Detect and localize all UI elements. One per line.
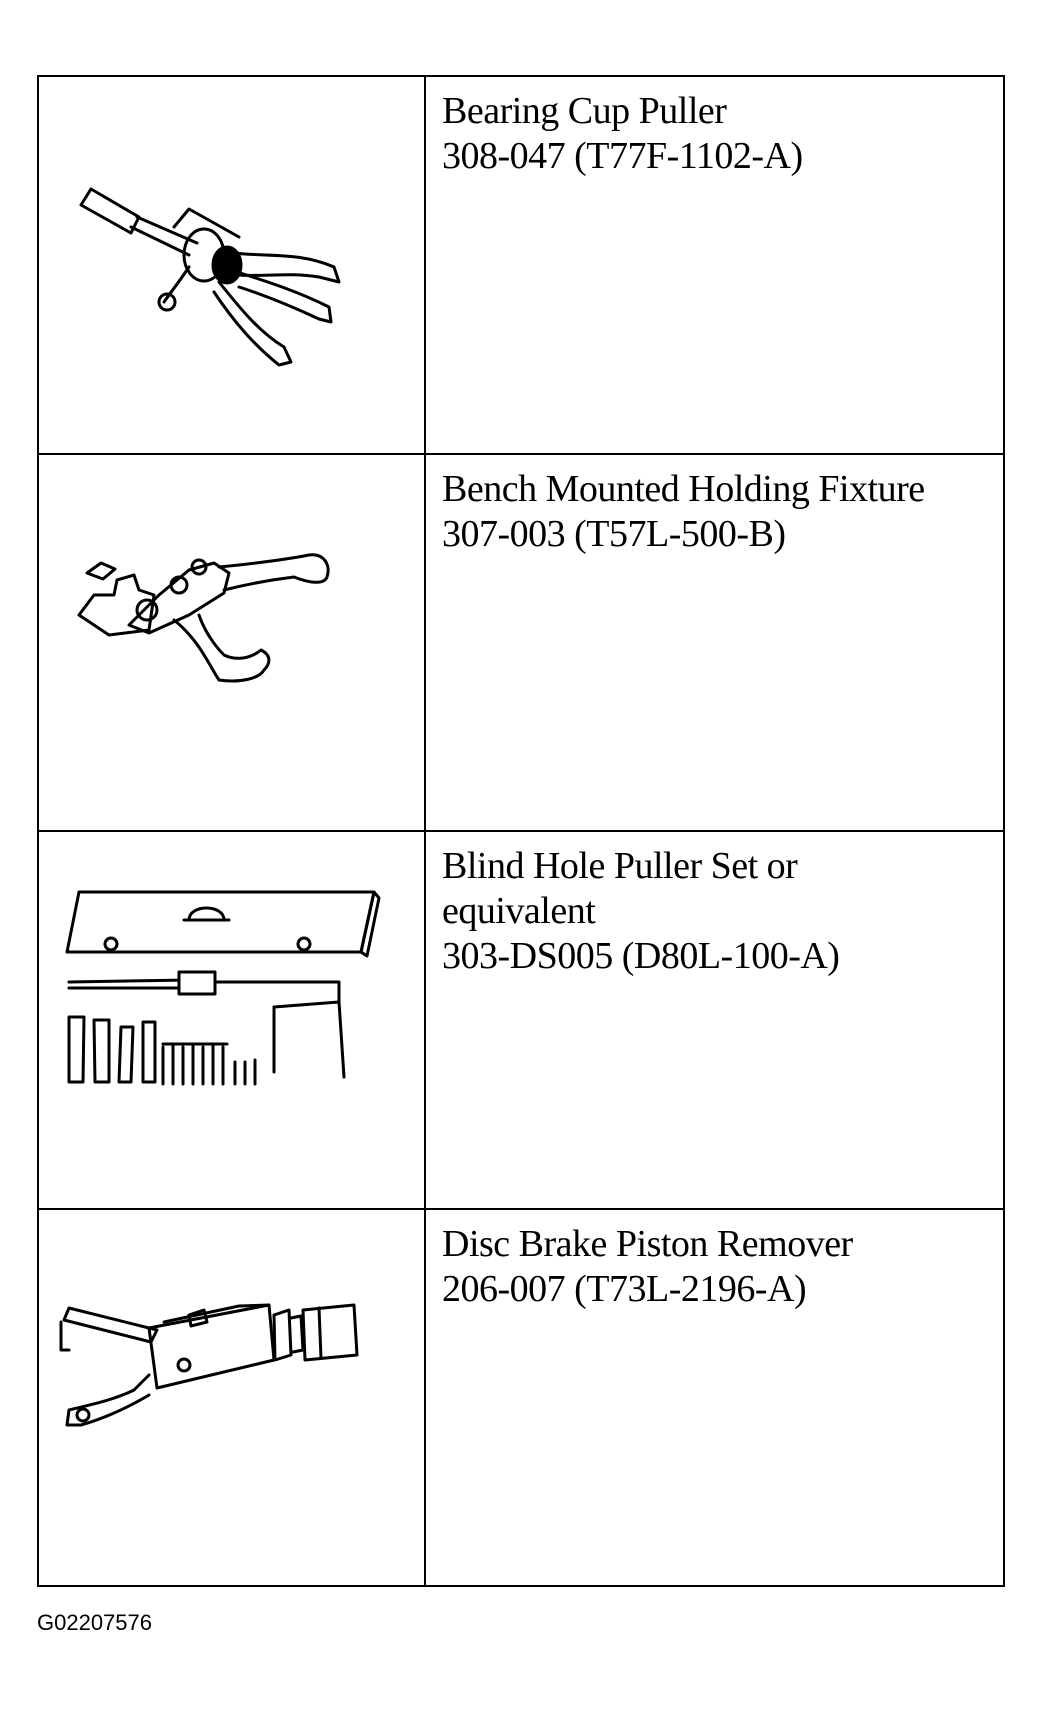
tool-illustration-cell bbox=[37, 1207, 426, 1587]
special-tools-table: Bearing Cup Puller 308-047 (T77F-1102-A) bbox=[37, 75, 1005, 1587]
figure-id: G02207576 bbox=[37, 1610, 152, 1635]
tool-name: Bench Mounted Holding Fixture bbox=[442, 467, 925, 510]
tool-description-cell: Disc Brake Piston Remover 206-007 (T73L-… bbox=[424, 1207, 1005, 1587]
tool-description-cell: Blind Hole Puller Set or equivalent 303-… bbox=[424, 830, 1005, 1210]
tool-name-line-1: Blind Hole Puller Set or bbox=[442, 845, 798, 887]
tool-description-cell: Bearing Cup Puller 308-047 (T77F-1102-A) bbox=[424, 75, 1005, 455]
tool-name: Bearing Cup Puller bbox=[442, 90, 727, 132]
blind-hole-puller-set-icon bbox=[65, 890, 381, 1086]
tool-number: 308-047 (T77F-1102-A) bbox=[442, 135, 803, 177]
tool-number: 303-DS005 (D80L-100-A) bbox=[442, 935, 840, 977]
table-row: Bench Mounted Holding Fixture 307-003 (T… bbox=[37, 452, 1005, 832]
bearing-cup-puller-icon bbox=[79, 187, 341, 367]
tool-name: Disc Brake Piston Remover bbox=[442, 1222, 853, 1265]
table-row: Bearing Cup Puller 308-047 (T77F-1102-A) bbox=[37, 75, 1005, 455]
tool-illustration-cell bbox=[37, 452, 426, 832]
tool-illustration-cell bbox=[37, 830, 426, 1210]
tool-name-line-2: equivalent bbox=[442, 890, 596, 932]
table-row: Blind Hole Puller Set or equivalent 303-… bbox=[37, 830, 1005, 1210]
tool-number: 206-007 (T73L-2196-A) bbox=[442, 1267, 807, 1310]
disc-brake-piston-remover-icon bbox=[59, 1303, 359, 1426]
holding-fixture-icon bbox=[77, 552, 330, 682]
tool-illustration-cell bbox=[37, 75, 426, 455]
tool-description-cell: Bench Mounted Holding Fixture 307-003 (T… bbox=[424, 452, 1005, 832]
table-row: Disc Brake Piston Remover 206-007 (T73L-… bbox=[37, 1207, 1005, 1587]
tool-number: 307-003 (T57L-500-B) bbox=[442, 512, 786, 555]
